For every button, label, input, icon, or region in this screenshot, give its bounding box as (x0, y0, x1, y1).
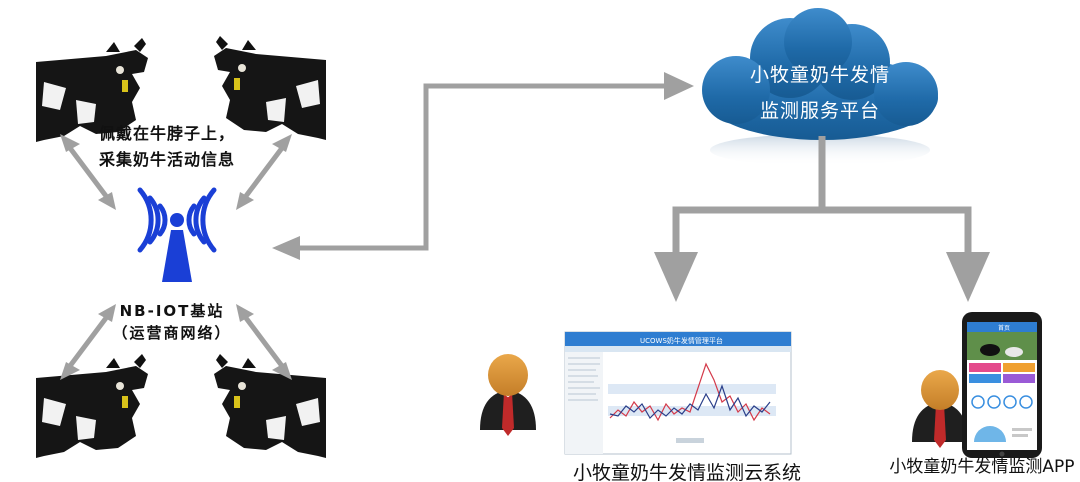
web-system-header-title: UCOWS奶牛发情管理平台 (640, 336, 723, 345)
web-user-person-icon (480, 354, 536, 436)
mobile-app-header-title: 首页 (998, 324, 1010, 332)
cow-collar-caption: 佩戴在牛脖子上， 采集奶牛活动信息 (82, 121, 252, 173)
distribution-arrows (654, 136, 990, 302)
mobile-app-phone-image: 首页 (962, 312, 1042, 458)
mobile-app-caption: 小牧童奶牛发情监测APP (889, 457, 1075, 477)
cow-link-arrow-bottom-right (236, 304, 292, 380)
arrow-to-mobile-app (946, 252, 990, 302)
web-system-screenshot: UCOWS奶牛发情管理平台 (564, 331, 792, 455)
cow-link-arrow-top-right (236, 134, 292, 210)
cow-link-arrow-bottom-left (60, 304, 116, 380)
base-station-caption: NB-IOT基站 （运营商网络） (92, 300, 252, 344)
cloud-title-line-2: 监测服务平台 (759, 100, 880, 122)
cow-link-arrows (60, 134, 292, 380)
cow-caption-line-1: 佩戴在牛脖子上， (98, 124, 235, 143)
cow-bottom-left-image (36, 354, 148, 458)
arrow-to-web-system (654, 252, 698, 302)
cloud-title-line-1: 小牧童奶牛发情 (749, 64, 890, 86)
base-station-line-2: （运营商网络） (112, 324, 232, 342)
base-station-line-1: NB-IOT基站 (119, 302, 225, 320)
cow-caption-line-2: 采集奶牛活动信息 (98, 150, 235, 169)
web-system-caption: 小牧童奶牛发情监测云系统 (572, 462, 801, 482)
nb-iot-signal-icon (137, 187, 217, 282)
app-user-person-icon (912, 370, 968, 448)
cow-bottom-right-image (214, 354, 326, 458)
cow-link-arrow-top-left (60, 134, 116, 210)
network-link-arrow (272, 72, 694, 260)
